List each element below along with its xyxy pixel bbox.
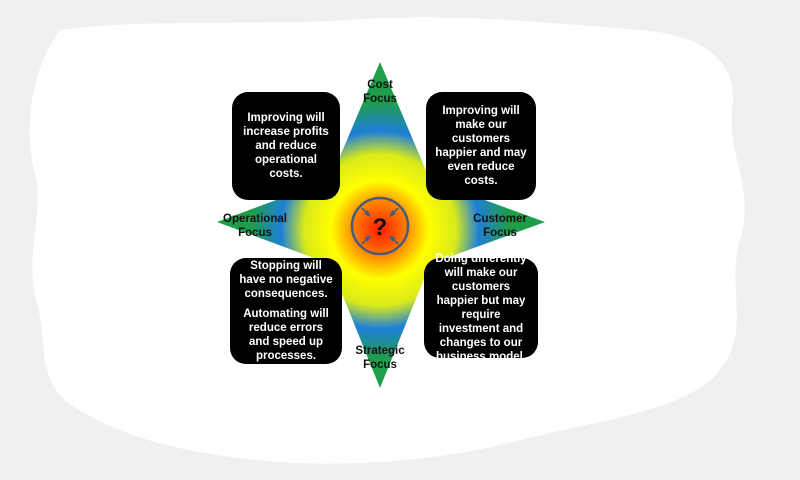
brush-stroke-streak bbox=[110, 320, 700, 392]
operational-focus-label: Operational Focus bbox=[200, 212, 310, 240]
customer-focus-label: Customer Focus bbox=[445, 212, 555, 240]
cost-focus-label: Cost Focus bbox=[325, 78, 435, 106]
bottom-left-quadrant-text-1: Stopping will have no negative consequen… bbox=[239, 260, 333, 300]
bottom-left-quadrant-text-2: Automating will reduce errors and speed … bbox=[243, 308, 329, 362]
center-question-mark: ? bbox=[373, 214, 388, 241]
strategic-focus-label-line2: Focus bbox=[363, 359, 397, 371]
strategic-focus-label-line1: Strategic bbox=[355, 345, 405, 357]
operational-focus-label-line2: Focus bbox=[238, 227, 272, 239]
bottom-right-quadrant-text: Doing differently will make our customer… bbox=[435, 253, 527, 363]
cost-focus-label-line1: Cost bbox=[367, 79, 393, 91]
top-right-quadrant-box: Improving will make our customers happie… bbox=[426, 92, 536, 200]
top-left-quadrant-box: Improving will increase profits and redu… bbox=[232, 92, 340, 200]
cost-focus-label-line2: Focus bbox=[363, 93, 397, 105]
center-target-icon: ? bbox=[350, 196, 410, 256]
top-left-quadrant-text: Improving will increase profits and redu… bbox=[243, 112, 329, 180]
customer-focus-label-line1: Customer bbox=[473, 213, 527, 225]
customer-focus-label-line2: Focus bbox=[483, 227, 517, 239]
top-right-quadrant-text: Improving will make our customers happie… bbox=[435, 105, 527, 187]
bottom-right-quadrant-box: Doing differently will make our customer… bbox=[424, 253, 538, 363]
operational-focus-label-line1: Operational bbox=[223, 213, 287, 225]
bottom-left-quadrant-box: Stopping will have no negative consequen… bbox=[230, 258, 342, 364]
strategic-focus-label: Strategic Focus bbox=[325, 344, 435, 372]
